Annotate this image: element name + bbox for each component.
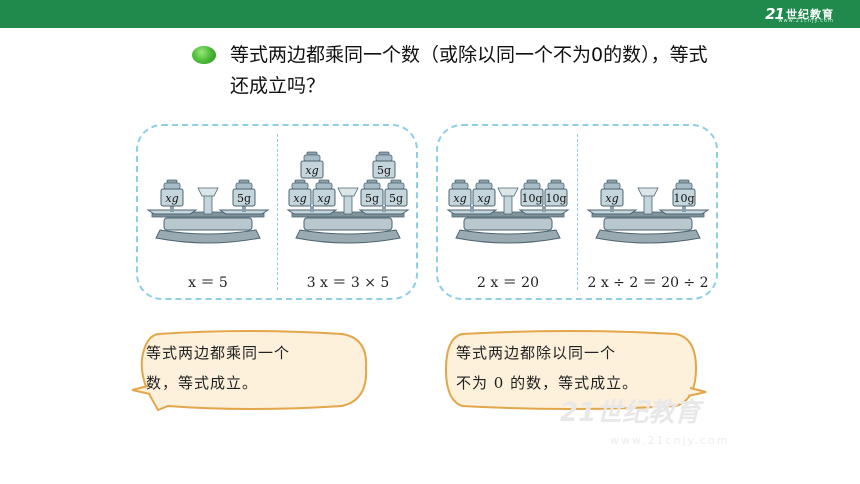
- weight-label: xg: [165, 192, 178, 205]
- weight-label: xg: [477, 192, 490, 205]
- scale-pillar: [503, 193, 513, 215]
- question-text: 等式两边都乘同一个数（或除以同一个不为0的数），等式还成立吗？: [230, 44, 708, 97]
- weight-label: xg: [605, 192, 618, 205]
- bubble-shape: [444, 330, 707, 410]
- weight-label: xg: [293, 192, 306, 205]
- scale-body: [463, 217, 553, 231]
- weight-label: xg: [317, 192, 330, 205]
- weight-5g: 5g: [232, 179, 256, 207]
- scale-cup: [197, 187, 219, 197]
- scale-body: [303, 217, 393, 231]
- bubble-shape: [131, 330, 368, 412]
- scale-base: [295, 229, 401, 244]
- logo-mark: 21: [765, 5, 785, 23]
- weight-label: 5g: [389, 192, 403, 205]
- scale-stem-left: [610, 206, 614, 212]
- weight-5g: 5g: [360, 179, 384, 207]
- weight-label: 5g: [365, 192, 379, 205]
- logo-url: www.21cnjy.com: [778, 18, 834, 24]
- scale-stem-right: [382, 206, 386, 212]
- weight-label: 10g: [521, 192, 542, 205]
- scale-stem-left: [170, 206, 174, 212]
- weight-xg: xg: [600, 179, 624, 207]
- speech-bubble-multiply: 等式两边都乘同一个 数，等式成立。: [128, 328, 374, 414]
- top-bar: 21 世纪教育 www.21cnjy.com: [0, 0, 860, 28]
- bullet-icon: [192, 46, 216, 64]
- weight-label: 5g: [377, 164, 391, 177]
- scale-stem-right: [242, 206, 246, 212]
- scale-cup: [637, 187, 659, 197]
- weight-label: 10g: [545, 192, 566, 205]
- weight-xg: xg: [288, 179, 312, 207]
- scale-base: [455, 229, 561, 244]
- bubble-left-line1: 等式两边都乘同一个: [146, 344, 291, 362]
- balance-scale: xg 5g: [146, 179, 270, 244]
- scale-x-equals-5: xg 5g x ＝ 5: [138, 126, 278, 302]
- weight-10g: 10g: [672, 179, 696, 207]
- panel-divider: [577, 134, 578, 290]
- bubble-right-line2: 不为 0 的数，等式成立。: [456, 374, 639, 392]
- weight-xg: xg: [472, 179, 496, 207]
- scale-cup: [497, 187, 519, 197]
- watermark-url: www.21cnjy.com: [610, 434, 730, 447]
- equation-label: x ＝ 5: [188, 275, 228, 291]
- weight-10g: 10g: [520, 179, 544, 207]
- logo-brand: 世纪教育: [786, 8, 834, 21]
- balance-scale: xg 10g: [586, 179, 710, 244]
- scale-base: [595, 229, 701, 244]
- scale-stem-left: [310, 206, 314, 212]
- scale-body: [163, 217, 253, 231]
- scale-pillar: [643, 193, 653, 215]
- question: 等式两边都乘同一个数（或除以同一个不为0的数），等式还成立吗？: [192, 40, 716, 102]
- equation-label: 2 x ＝ 20: [477, 275, 539, 291]
- weight-label: 5g: [237, 192, 251, 205]
- weight-xg: xg: [300, 151, 324, 179]
- watermark-logo: 21世纪教育: [560, 398, 701, 428]
- scale-stem-left: [470, 206, 474, 212]
- scale-pillar: [203, 193, 213, 215]
- weight-label: xg: [453, 192, 466, 205]
- bubble-right-line1: 等式两边都除以同一个: [456, 344, 617, 362]
- bubble-left-line2: 数，等式成立。: [146, 374, 259, 392]
- scale-stem-right: [542, 206, 546, 212]
- weight-xg: xg: [448, 179, 472, 207]
- scale-pillar: [343, 193, 353, 215]
- equation-label: 2 x ÷ 2 ＝ 20 ÷ 2: [587, 275, 709, 291]
- panel-divider: [277, 134, 278, 290]
- scale-body: [603, 217, 693, 231]
- scale-base: [155, 229, 261, 244]
- weight-xg: xg: [312, 179, 336, 207]
- scale-stem-right: [682, 206, 686, 212]
- weight-5g: 5g: [372, 151, 396, 179]
- weight-5g: 5g: [384, 179, 408, 207]
- scale-cup: [337, 187, 359, 197]
- weight-10g: 10g: [544, 179, 568, 207]
- speech-bubble-divide: 等式两边都除以同一个 不为 0 的数，等式成立。: [440, 328, 710, 414]
- scale-2x-div2-equals-20-div2: xg 10g 2 x ÷ 2 ＝ 20 ÷ 2: [578, 126, 718, 302]
- weight-xg: xg: [160, 179, 184, 207]
- weight-label: xg: [305, 164, 318, 177]
- equation-label: 3 x ＝ 3 × 5: [306, 275, 390, 291]
- weight-label: 10g: [673, 192, 694, 205]
- site-logo: 21 世纪教育 www.21cnjy.com: [765, 4, 834, 24]
